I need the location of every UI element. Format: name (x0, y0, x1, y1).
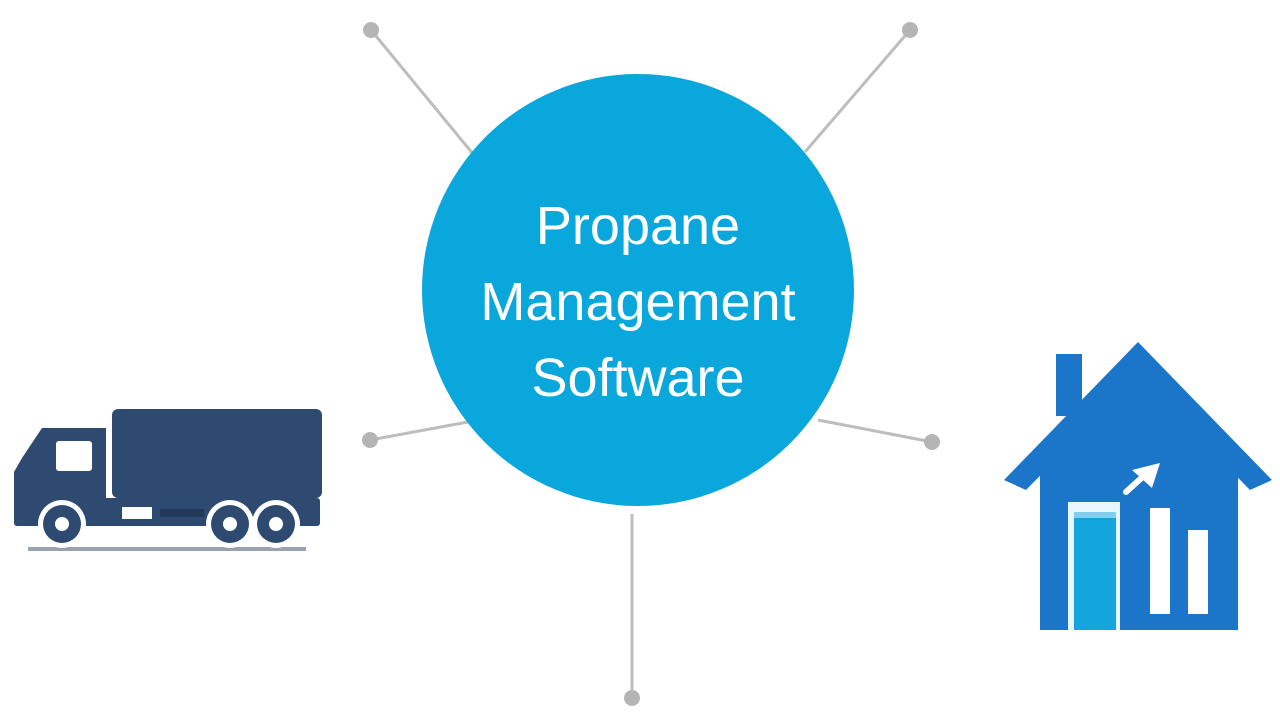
connector-top-left (369, 29, 480, 161)
delivery-truck-icon (14, 409, 322, 551)
house-growth-icon (1004, 342, 1272, 630)
hub-title-line-1: Propane (535, 196, 741, 256)
hub-circle (422, 74, 854, 506)
hub-title-line-2: Management (480, 272, 796, 332)
node-right (924, 434, 940, 450)
connector-top-right (803, 29, 912, 153)
node-top-left (363, 22, 379, 38)
connector-nodes (362, 22, 940, 706)
hub-title: Propane Management Software (420, 188, 856, 416)
growth-arrow-icon (1123, 463, 1160, 495)
truck-wheels (38, 500, 300, 548)
node-top-right (902, 22, 918, 38)
connector-right (817, 418, 933, 444)
connectors (369, 29, 933, 698)
connector-left (369, 420, 469, 442)
node-left (362, 432, 378, 448)
node-bottom (624, 690, 640, 706)
hub-title-line-3: Software (531, 348, 745, 408)
